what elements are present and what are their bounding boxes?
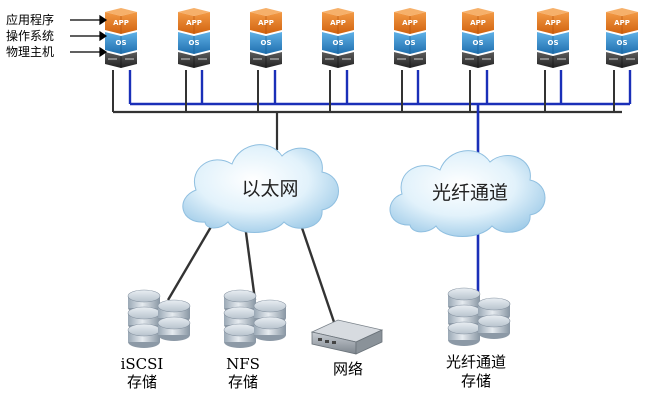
server-stack: APP OS xyxy=(104,7,138,69)
fc-storage-label-line2: 存储 xyxy=(461,372,491,390)
svg-text:APP: APP xyxy=(330,19,346,27)
legend-label-host: 物理主机 xyxy=(6,45,54,59)
legend-label-os: 操作系统 xyxy=(6,28,54,43)
nfs-storage-icon xyxy=(223,289,287,349)
fc-label: 光纤通道 xyxy=(432,182,508,204)
fc-storage-label-line1: 光纤通道 xyxy=(446,353,506,371)
server-stack: APP OS xyxy=(249,7,283,69)
iscsi-storage-icon xyxy=(127,289,191,349)
iscsi-label-line1: iSCSI xyxy=(121,355,164,373)
server-stack: APP OS xyxy=(321,7,355,69)
svg-text:OS: OS xyxy=(333,39,344,47)
server-stack: APP OS xyxy=(461,7,495,69)
svg-text:APP: APP xyxy=(614,19,630,27)
server-stack: APP OS xyxy=(605,7,639,69)
legend-arrows xyxy=(70,14,108,58)
svg-text:OS: OS xyxy=(617,39,628,47)
server-stack: APP OS xyxy=(177,7,211,69)
network-label: 网络 xyxy=(333,360,363,378)
nfs-label-line1: NFS xyxy=(226,355,260,373)
ethernet-cloud: 以太网 xyxy=(182,144,339,233)
fc-storage-icon xyxy=(447,287,511,347)
network-switch-icon xyxy=(310,319,384,355)
svg-text:OS: OS xyxy=(261,39,272,47)
svg-text:APP: APP xyxy=(402,19,418,27)
server-stack: APP OS xyxy=(393,7,427,69)
ethernet-label: 以太网 xyxy=(241,178,298,200)
svg-text:OS: OS xyxy=(116,39,127,47)
legend-label-app: 应用程序 xyxy=(6,12,54,27)
server-stacks: APP OS APP OS APP OS APP OS APP OS APP O… xyxy=(104,7,639,69)
svg-text:OS: OS xyxy=(548,39,559,47)
ethernet-storage-links xyxy=(166,219,337,326)
svg-text:OS: OS xyxy=(473,39,484,47)
svg-text:APP: APP xyxy=(258,19,274,27)
svg-text:APP: APP xyxy=(186,19,202,27)
svg-text:APP: APP xyxy=(113,19,129,27)
server-drops xyxy=(112,70,632,112)
svg-text:APP: APP xyxy=(470,19,486,27)
svg-text:OS: OS xyxy=(189,39,200,47)
svg-text:OS: OS xyxy=(405,39,416,47)
fc-cloud: 光纤通道 xyxy=(389,150,546,237)
server-stack: APP OS xyxy=(536,7,570,69)
iscsi-label-line2: 存储 xyxy=(127,373,157,391)
nfs-label-line2: 存储 xyxy=(228,373,258,391)
layer-legend: 应用程序 操作系统 物理主机 xyxy=(6,12,108,59)
svg-text:APP: APP xyxy=(545,19,561,27)
